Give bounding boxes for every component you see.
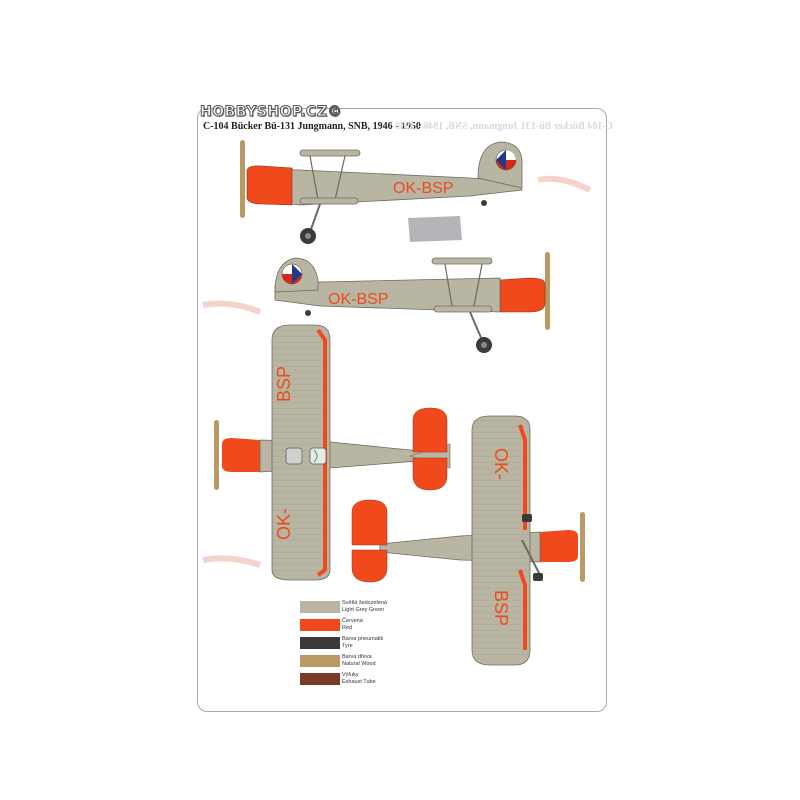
show-through-shape	[202, 300, 262, 315]
legend-swatch	[300, 673, 340, 685]
legend-label-en: Tyre	[342, 643, 353, 649]
legend-item: Výfuky Exhaust Tube	[300, 672, 450, 690]
legend-swatch	[300, 619, 340, 631]
legend-item: Barva pneumatik Tyre	[300, 636, 450, 654]
legend-label-cz: Červená	[342, 618, 363, 624]
page-title: C-104 Bücker Bü-131 Jungmann, SNB, 1946 …	[203, 121, 421, 132]
legend-label-en: Red	[342, 625, 353, 631]
legend-label-cz: Barva dřeva	[342, 654, 372, 660]
legend-label-cz: Výfuky	[342, 672, 359, 678]
top-view	[214, 324, 451, 581]
legend-swatch	[300, 655, 340, 667]
propeller-icon	[545, 252, 550, 330]
upper-wing-text-bsp: BSP	[274, 366, 294, 402]
right-side-view	[274, 252, 550, 353]
show-through-shape	[537, 175, 592, 193]
legend-label-cz: Barva pneumatik	[342, 636, 384, 642]
legend-swatch	[300, 601, 340, 613]
watermark: HOBBYSHOP.CZ©	[200, 104, 342, 121]
decal-sample	[408, 216, 462, 242]
upper-wing-text-ok: OK-	[274, 508, 294, 540]
left-side-view	[240, 140, 523, 244]
legend-swatch	[300, 637, 340, 649]
propeller-icon	[240, 140, 245, 218]
legend-item: Světlá šedozelená Light Grey Green	[300, 600, 450, 618]
propeller-icon	[214, 420, 219, 490]
legend-label-en: Light Grey Green	[342, 607, 385, 613]
instruction-sheet	[197, 108, 607, 712]
tailplane-top	[412, 407, 448, 453]
propeller-icon	[580, 512, 585, 582]
side-registration-bottom: OK-BSP	[328, 291, 388, 308]
legend-label-en: Natural Wood	[342, 661, 376, 667]
legend-item: Červená Red	[300, 618, 450, 636]
legend-item: Barva dřeva Natural Wood	[300, 654, 450, 672]
lower-wing-text-bsp: BSP	[491, 590, 511, 626]
side-registration-top: OK-BSP	[393, 180, 453, 197]
legend-label-cz: Světlá šedozelená	[342, 600, 387, 606]
show-through-shape	[202, 555, 261, 568]
underside-view	[351, 415, 585, 666]
lower-wing-text-ok: OK-	[491, 448, 511, 480]
tailplane-bottom	[412, 457, 448, 491]
legend-label-en: Exhaust Tube	[342, 679, 376, 685]
